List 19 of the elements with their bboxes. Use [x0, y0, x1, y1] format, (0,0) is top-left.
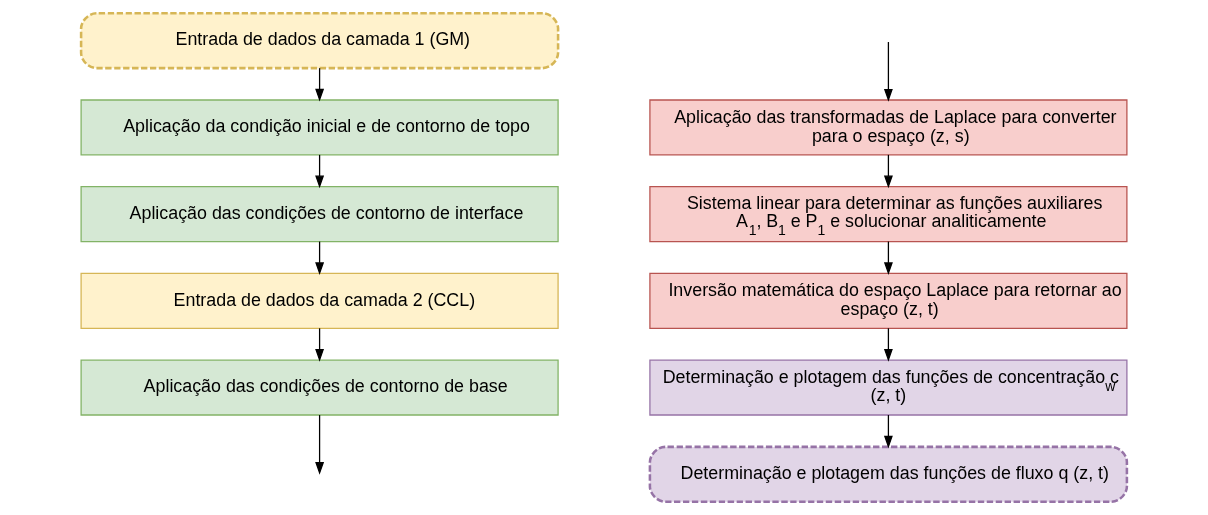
arrow	[315, 67, 325, 102]
node-box: Sistema linear para determinar as funções auxiliares A$_{1}$, B$_{1}$ e P$_{1}$ e solucionar analiticamente	[649, 186, 1128, 243]
arrow	[315, 240, 325, 276]
node-box: Entrada de dados da camada 2 (CCL)	[80, 272, 559, 329]
arrow	[315, 327, 325, 362]
arrow	[883, 41, 893, 102]
node-box: Aplicação das condições de contorno de base	[80, 359, 559, 416]
node-box: Entrada de dados da camada 1 (GM)	[79, 12, 560, 70]
node-box: Aplicação das condições de contorno de interface	[80, 186, 559, 243]
node-box: Aplicação da condição inicial e de contorno de topo	[80, 99, 559, 156]
arrow	[883, 327, 893, 362]
node-box: Determinação e plotagem das funções de fluxo q (z, t)	[648, 445, 1129, 503]
arrow	[883, 414, 893, 449]
node-box: Inversão matemática do espaço Laplace para retornar ao espaço (z, t)	[649, 272, 1128, 329]
arrow	[883, 240, 893, 276]
node-box: Aplicação das transformadas de Laplace para converter para o espaço (z, s)	[649, 99, 1128, 156]
arrow	[883, 154, 893, 189]
arrow	[315, 154, 325, 189]
arrow	[315, 414, 325, 475]
